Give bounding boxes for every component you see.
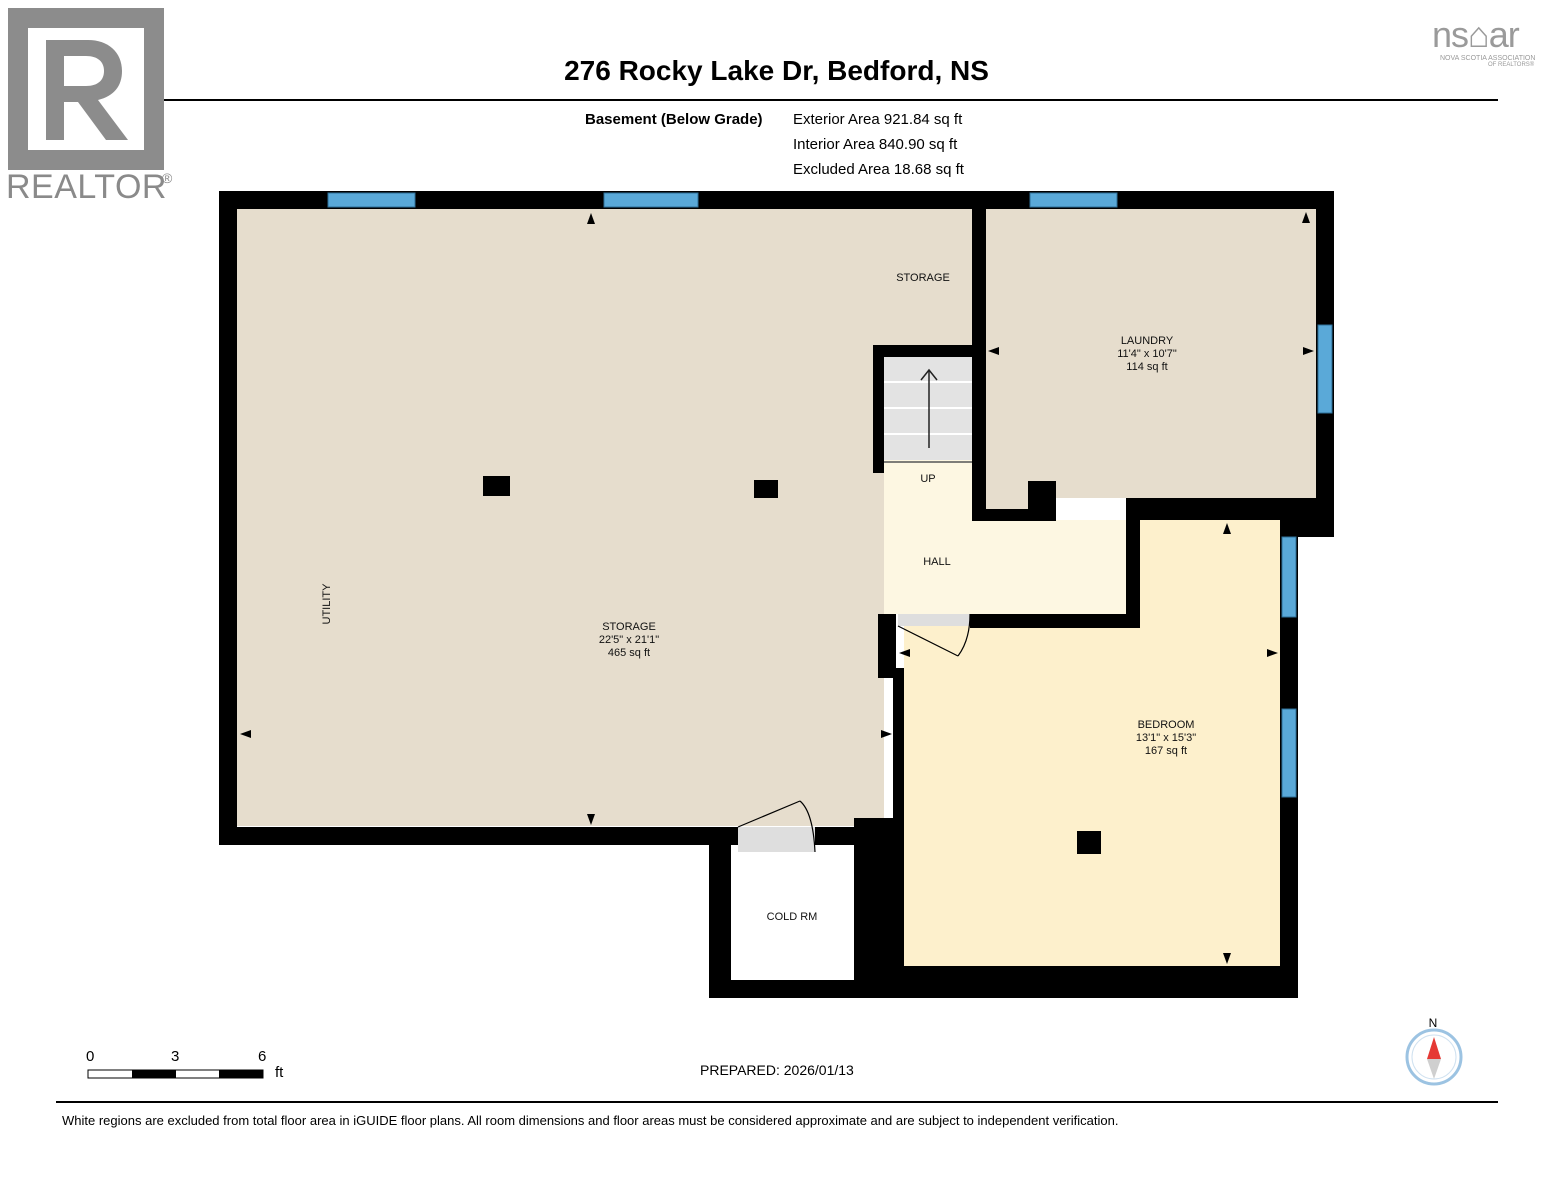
level-label: Basement (Below Grade) — [585, 111, 763, 128]
windows — [327, 192, 1333, 798]
scale-label-3: 3 — [171, 1048, 180, 1065]
scale-unit: ft — [275, 1064, 284, 1081]
window — [1281, 536, 1297, 618]
stairs-arrowhead-icon — [920, 368, 938, 381]
utility-name: UTILITY — [321, 583, 333, 625]
window — [1281, 708, 1297, 798]
door-swings — [737, 613, 971, 853]
scale-label-6: 6 — [258, 1048, 267, 1065]
nsar-subtitle: NOVA SCOTIA ASSOCIATION — [1440, 55, 1536, 62]
nsar-wordmark: ns⌂ar — [1432, 14, 1520, 55]
bedroom-fill — [904, 520, 1280, 966]
disclaimer-text: White regions are excluded from total fl… — [62, 1113, 1119, 1128]
nsar-subtitle-2: OF REALTORS® — [1488, 62, 1535, 68]
realtor-wordmark: REALTOR — [6, 168, 167, 206]
bedroom-area: 167 sq ft — [1145, 745, 1187, 757]
storage-main-name: STORAGE — [602, 621, 656, 633]
realtor-registered-mark: ® — [162, 170, 173, 186]
interior-area: Interior Area 840.90 sq ft — [793, 136, 958, 153]
storage-main-dims: 22'5" x 21'1" — [599, 634, 659, 646]
laundry-area: 114 sq ft — [1126, 361, 1167, 373]
hall-name: HALL — [923, 556, 951, 568]
storage-small-fill — [884, 208, 974, 348]
hall-fill — [884, 460, 1128, 614]
bedroom-dims: 13'1" x 15'3" — [1136, 732, 1196, 744]
excluded-area: Excluded Area 18.68 sq ft — [793, 161, 964, 178]
scale-bar — [87, 1069, 264, 1079]
north-compass-icon — [1405, 1028, 1463, 1086]
cold-room-fill — [731, 852, 854, 980]
page-title: 276 Rocky Lake Dr, Bedford, NS — [564, 55, 989, 86]
exterior-area: Exterior Area 921.84 sq ft — [793, 111, 963, 128]
laundry-dims: 11'4" x 10'7" — [1117, 348, 1177, 360]
footer-rule — [56, 1101, 1498, 1103]
header-rule — [56, 99, 1498, 101]
window — [1029, 192, 1118, 208]
storage-main-area: 465 sq ft — [608, 647, 650, 659]
realtor-r-icon — [8, 8, 164, 170]
scale-label-0: 0 — [86, 1048, 95, 1065]
storage-main-fill — [236, 208, 884, 826]
window — [327, 192, 416, 208]
cold-room-name: COLD RM — [767, 911, 818, 923]
window — [603, 192, 699, 208]
laundry-fill — [986, 208, 1316, 520]
bedroom-name: BEDROOM — [1138, 719, 1195, 731]
dimension-arrows — [240, 212, 1314, 964]
laundry-name: LAUNDRY — [1121, 335, 1174, 347]
stairs-up-label: UP — [920, 473, 935, 485]
compass-north-label: N — [1429, 1016, 1438, 1030]
window — [1317, 324, 1333, 414]
storage-small-name: STORAGE — [896, 272, 950, 284]
prepared-date: PREPARED: 2026/01/13 — [700, 1062, 854, 1078]
